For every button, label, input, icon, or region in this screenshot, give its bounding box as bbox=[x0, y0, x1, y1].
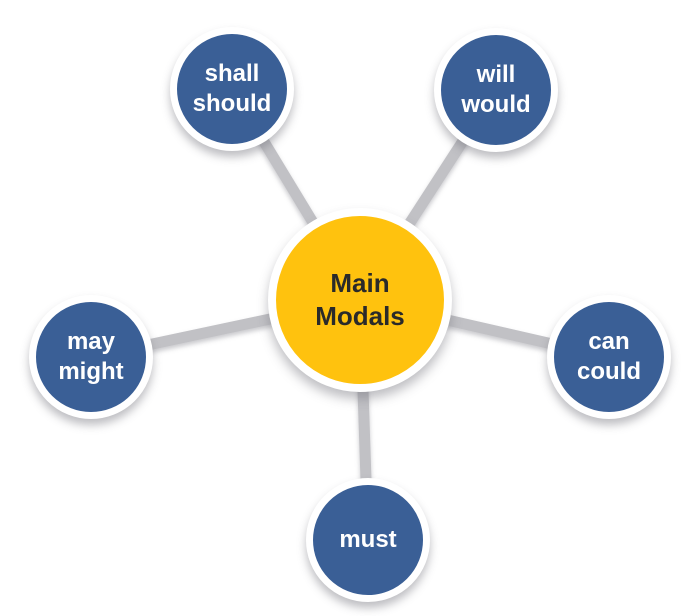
node-main-modals: Main Modals bbox=[268, 208, 452, 392]
node-label-line: may bbox=[66, 328, 116, 355]
node-label-line: should bbox=[192, 90, 272, 117]
node-label-line: might bbox=[58, 358, 124, 385]
node-label-line: shall bbox=[204, 60, 260, 87]
node-label-line: will bbox=[476, 61, 516, 88]
node-label-line: must bbox=[339, 526, 397, 553]
node-label-line: Main bbox=[330, 268, 390, 298]
node-must: must bbox=[306, 478, 430, 602]
node-can-could: can could bbox=[547, 295, 671, 419]
node-label-line: Modals bbox=[315, 301, 405, 331]
node-will-would: will would bbox=[434, 28, 558, 152]
node-label-line: can bbox=[588, 328, 630, 355]
node-label-line: would bbox=[461, 91, 531, 118]
node-may-might: may might bbox=[29, 295, 153, 419]
node-label-line: could bbox=[577, 358, 641, 385]
node-shall-should: shall should bbox=[170, 27, 294, 151]
